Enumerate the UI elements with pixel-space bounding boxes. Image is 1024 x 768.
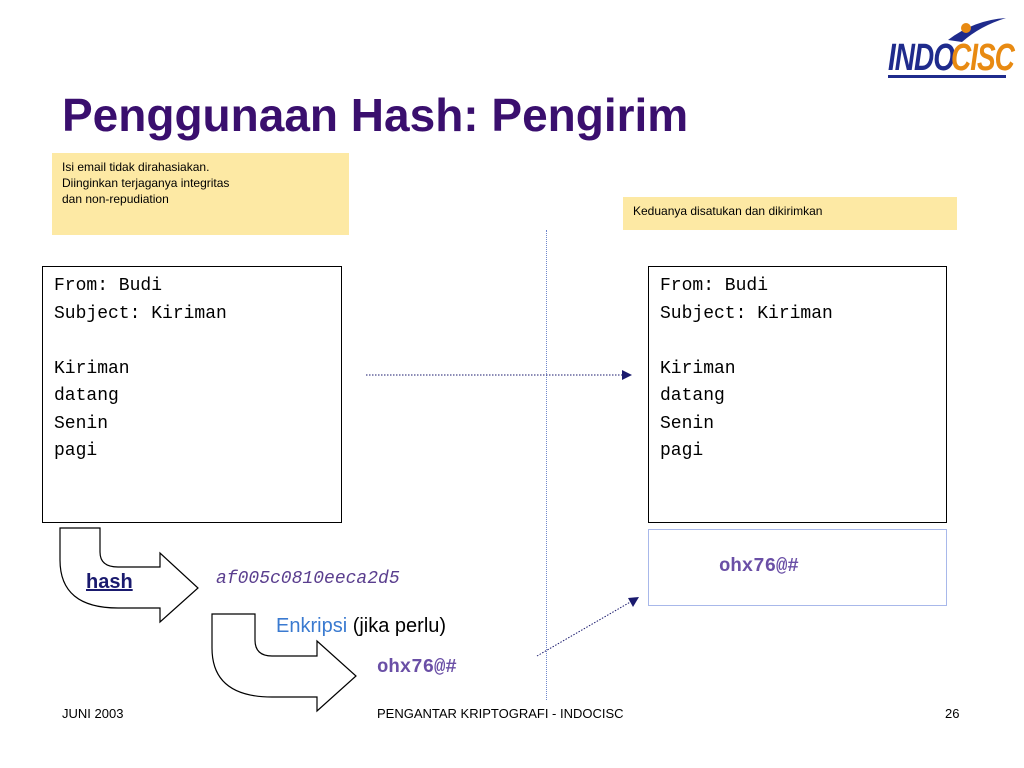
note-email-not-secret: Isi email tidak dirahasiakan. Diinginkan… (52, 153, 349, 235)
sender-receiver-divider (546, 230, 547, 700)
hash-label: hash (86, 571, 133, 593)
footer-course-title: PENGANTAR KRIPTOGRAFI - INDOCISC (377, 706, 624, 721)
footer-page-number: 26 (945, 706, 960, 721)
sent-message-box: From: Budi Subject: Kiriman Kiriman data… (648, 266, 947, 523)
message-line: Senin (54, 413, 109, 434)
enkripsi-note: (jika perlu) (347, 615, 447, 637)
message-line: Kiriman (54, 358, 130, 379)
message-line: datang (660, 386, 725, 406)
indocisc-logo (884, 14, 1010, 80)
curved-arrow-hash-icon (59, 527, 199, 624)
logo-swoosh-icon (948, 18, 1006, 42)
note-line: Isi email tidak dirahasiakan. (62, 160, 210, 174)
logo-text-indo: INDO (888, 36, 955, 78)
logo-text-cisc: CISC (951, 36, 1015, 78)
message-line: Subject: Kiriman (660, 303, 833, 324)
message-line: datang (54, 386, 119, 406)
enkripsi-word: Enkripsi (276, 615, 348, 637)
curved-arrow-enkripsi-icon (211, 613, 357, 713)
attached-signature-box (648, 529, 947, 606)
note-combined-sent: Keduanya disatukan dan dikirimkan (623, 197, 957, 230)
message-line: pagi (54, 441, 98, 461)
arrow-message-to-receiver-icon (366, 370, 632, 380)
message-line: Kiriman (660, 358, 736, 379)
logo-underline (888, 75, 1006, 78)
message-line: Senin (660, 413, 715, 434)
enkripsi-caption: Enkripsi (jika perlu) (276, 615, 446, 638)
slide-title: Penggunaan Hash: Pengirim (62, 89, 689, 141)
original-message-box: From: Budi Subject: Kiriman Kiriman data… (42, 266, 342, 523)
footer-date: JUNI 2003 (62, 706, 124, 721)
note-line: dan non-repudiation (62, 192, 169, 206)
message-line: From: Budi (660, 276, 769, 296)
encrypted-signature: ohx76@# (377, 656, 457, 678)
hash-value: af005c0810eeca2d5 (216, 569, 400, 589)
attached-signature-text: ohx76@# (719, 555, 799, 577)
note-line: Keduanya disatukan dan dikirimkan (633, 204, 823, 218)
note-line: Diinginkan terjaganya integritas (62, 176, 230, 190)
message-line: pagi (660, 441, 704, 461)
message-line: Subject: Kiriman (54, 303, 227, 324)
message-line: From: Budi (54, 276, 163, 296)
arrow-signature-to-receiver-icon (536, 597, 639, 657)
